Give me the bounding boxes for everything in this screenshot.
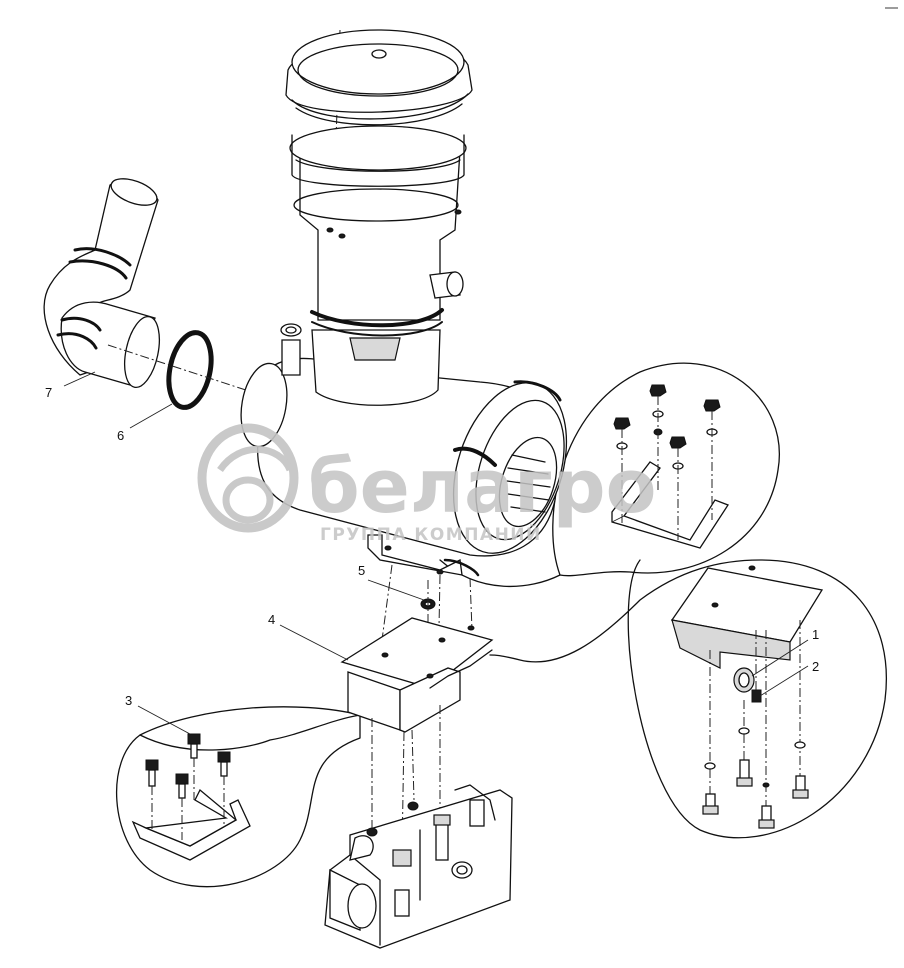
callout-6: 6 xyxy=(117,403,173,443)
detail-view-lower-left xyxy=(115,706,361,888)
clamp-ring xyxy=(166,330,214,410)
inlet-pipe xyxy=(280,323,302,376)
intake-hose xyxy=(43,178,160,389)
frame-member xyxy=(324,784,513,949)
callout-label: 2 xyxy=(812,659,819,674)
nut-icon xyxy=(703,399,721,520)
callout-5: 5 xyxy=(358,563,425,601)
mounting-bracket xyxy=(340,617,494,733)
nut-icon xyxy=(669,436,687,540)
bolt-icon xyxy=(736,759,753,787)
bolt-icon xyxy=(751,630,762,703)
callout-3: 3 xyxy=(125,693,191,735)
callout-label: 6 xyxy=(117,428,124,443)
bolt-icon xyxy=(217,751,231,825)
bolt-icon xyxy=(758,805,775,829)
bolt-icon xyxy=(187,733,201,800)
nut-icon xyxy=(613,417,631,525)
bolt-icon xyxy=(145,759,159,830)
callout-label: 3 xyxy=(125,693,132,708)
callout-4: 4 xyxy=(268,612,349,661)
callout-label: 1 xyxy=(812,627,819,642)
nut-icon xyxy=(649,384,667,490)
bolt-icon xyxy=(175,773,189,840)
bolt-icon xyxy=(792,775,809,799)
callout-7: 7 xyxy=(45,371,96,400)
watermark-logo xyxy=(197,423,299,533)
detail-view-upper-right xyxy=(439,362,780,588)
precleaner-cap xyxy=(285,29,473,126)
watermark-brand: белагро xyxy=(308,444,656,530)
grommet-icon xyxy=(733,667,755,693)
callout-label: 5 xyxy=(358,563,365,578)
side-port xyxy=(429,271,464,299)
callout-label: 4 xyxy=(268,612,275,627)
callout-1: 1 xyxy=(751,627,819,677)
detail-view-lower-right xyxy=(489,559,887,839)
callout-label: 7 xyxy=(45,385,52,400)
bolt-icon xyxy=(702,793,719,815)
grille-icon xyxy=(498,436,558,528)
callout-2: 2 xyxy=(759,659,819,697)
air-filter-housing xyxy=(240,29,568,577)
watermark-tagline: ГРУППА КОМПАНИЙ xyxy=(320,523,542,545)
